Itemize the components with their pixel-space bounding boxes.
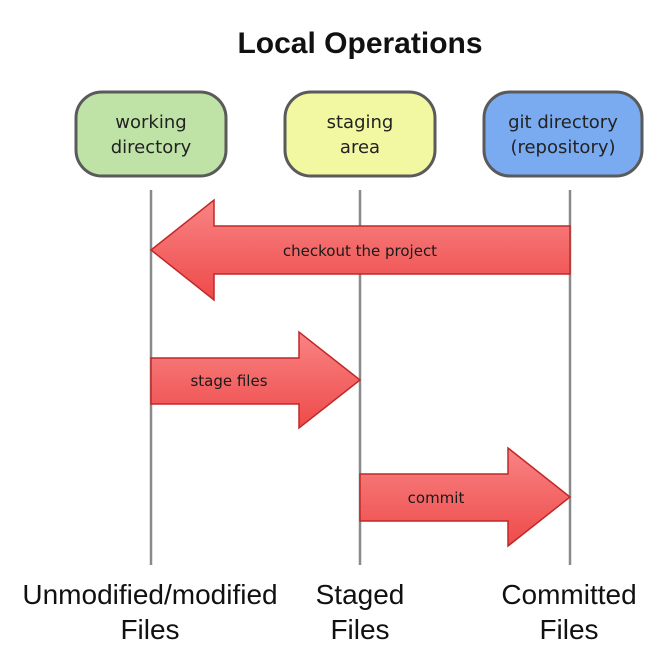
staging-area-label-line2: area [340,137,380,158]
stage-files-arrow-shape [150,330,362,430]
unmodified-files-label-line2: Files [120,614,179,645]
working-directory-box [74,90,228,178]
staged-files-label-line2: Files [330,614,389,645]
commit-arrow-shape [359,446,572,548]
staging-area-box [283,90,437,178]
checkout-arrow-shape [149,198,571,302]
area-working-directory: working directory [74,90,228,178]
area-git-directory: git directory (repository) [482,90,644,178]
working-directory-label-line2: directory [111,137,192,158]
unmodified-files-label-line1: Unmodified/modified [22,579,277,610]
git-directory-label-line1: git directory [508,112,618,133]
staged-files-label-line1: Staged [316,579,405,610]
staging-area-label-line1: staging [327,112,394,133]
stage-files-arrow: stage files [150,330,362,430]
working-directory-label-line1: working [115,112,186,133]
checkout-arrow: checkout the project [149,198,571,302]
git-directory-label-line2: (repository) [510,137,615,158]
committed-files-label-line2: Files [539,614,598,645]
area-staging-area: staging area [283,90,437,178]
commit-arrow: commit [359,446,572,548]
diagram-title: Local Operations [237,27,482,60]
stage-files-arrow-label: stage files [190,372,267,390]
checkout-arrow-label: checkout the project [283,242,437,260]
git-directory-box [482,90,644,178]
commit-arrow-label: commit [408,489,465,507]
committed-files-label-line1: Committed [501,579,636,610]
